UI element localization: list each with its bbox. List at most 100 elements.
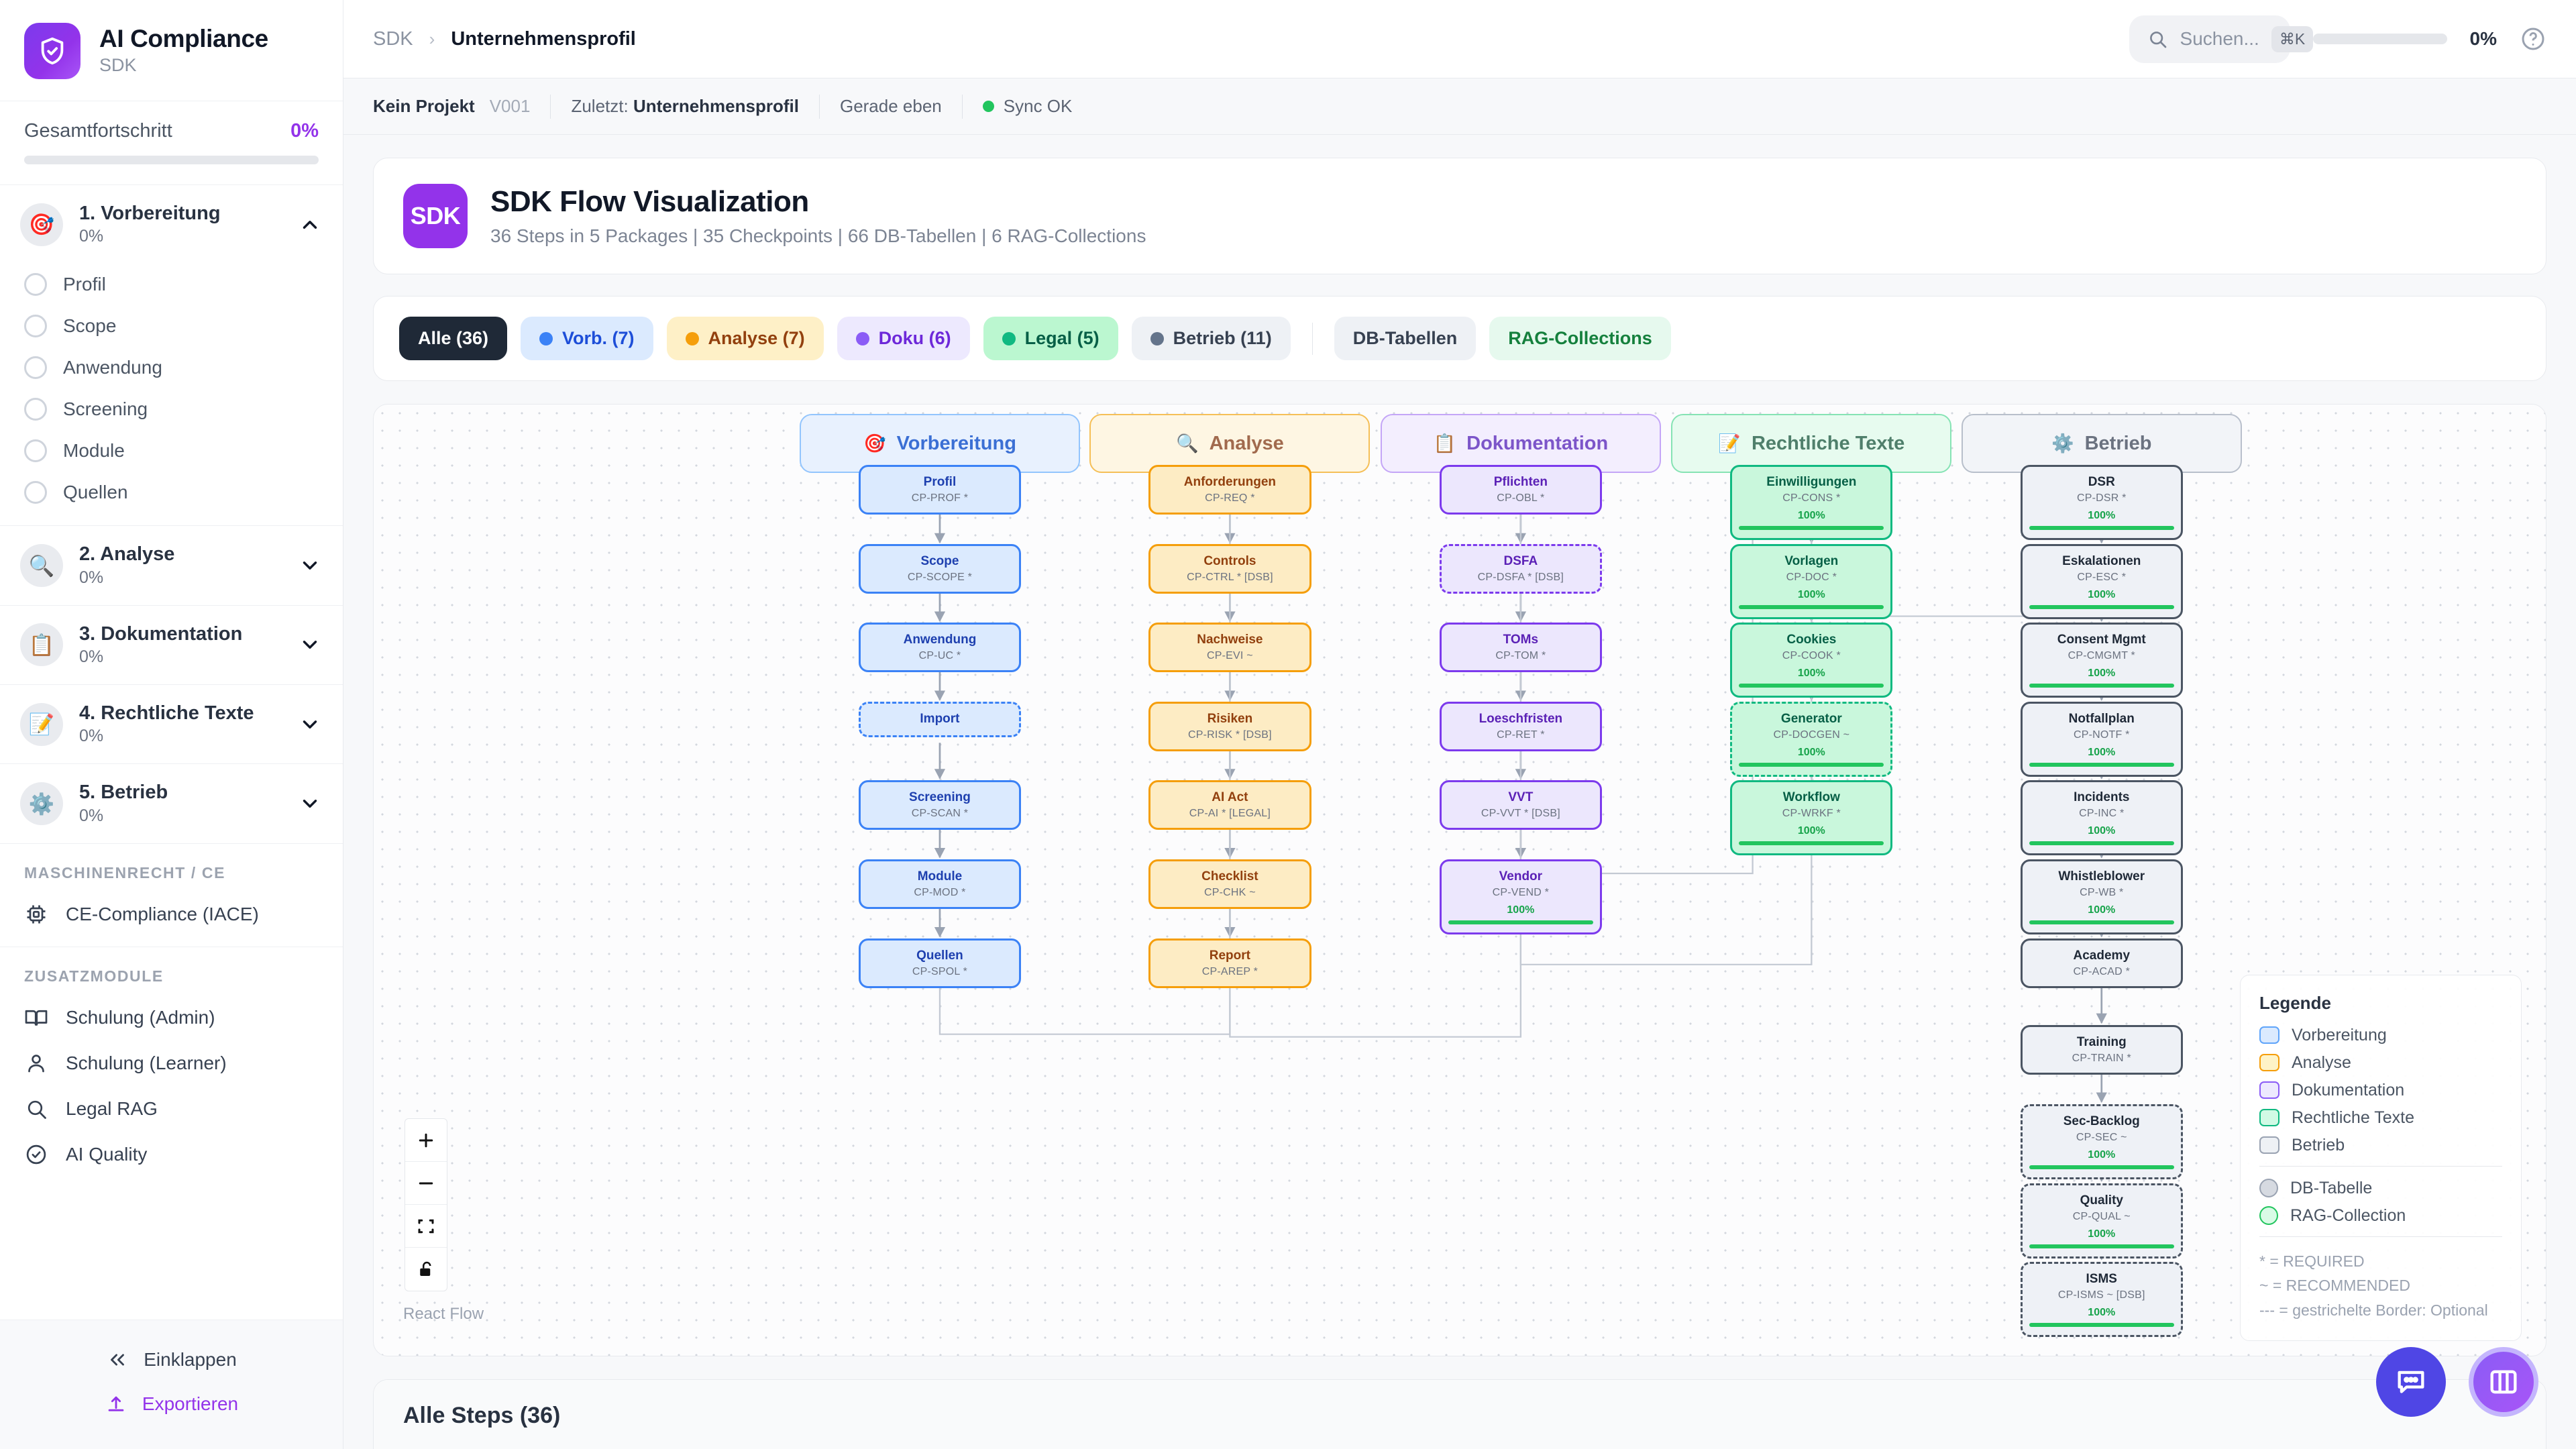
legend-note: * = REQUIRED: [2259, 1252, 2365, 1270]
panel-fab-button[interactable]: [2469, 1347, 2538, 1417]
filter-chip-1[interactable]: Vorb. (7): [521, 317, 653, 360]
check-circle-icon: [26, 1144, 46, 1164]
sidebar-item-ce-compliance[interactable]: CE-Compliance (IACE): [0, 892, 343, 937]
lane-label: Rechtliche Texte: [1751, 432, 1905, 454]
phase-icon: 🎯: [20, 203, 63, 246]
sidebar-step-profil[interactable]: Profil: [0, 264, 343, 305]
node-title: Risiken: [1207, 712, 1253, 726]
fit-view-button[interactable]: [405, 1205, 447, 1248]
search-input[interactable]: Suchen... ⌘K: [2129, 15, 2314, 63]
step-status-radio[interactable]: [24, 356, 47, 380]
divider: [550, 94, 551, 119]
legend-entity-row: RAG-Collection: [2259, 1206, 2502, 1226]
filter-chip-2[interactable]: Analyse (7): [666, 317, 824, 360]
zoom-in-button[interactable]: [405, 1119, 447, 1162]
filter-chip-5[interactable]: Betrieb (11): [1131, 317, 1291, 360]
phase-header[interactable]: 📋 3. Dokumentation 0%: [0, 606, 343, 684]
breadcrumb-root[interactable]: SDK: [373, 28, 413, 50]
sidebar-item-ai-quality[interactable]: AI Quality: [0, 1132, 343, 1177]
lock-toggle-button[interactable]: [405, 1248, 447, 1291]
step-status-radio[interactable]: [24, 398, 47, 421]
react-flow-attribution[interactable]: React Flow: [403, 1305, 484, 1323]
sidebar-step-anwendung[interactable]: Anwendung: [0, 347, 343, 388]
filter-chip-4[interactable]: Legal (5): [983, 317, 1118, 360]
sidebar-step-screening[interactable]: Screening: [0, 388, 343, 430]
phase-header[interactable]: ⚙️ 5. Betrieb 0%: [0, 764, 343, 843]
flow-canvas[interactable]: 🎯 Vorbereitung🔍 Analyse📋 Dokumentation📝 …: [373, 404, 2546, 1356]
brand-block[interactable]: AI Compliance SDK: [0, 0, 343, 101]
sidebar-item-legal-rag[interactable]: Legal RAG: [0, 1086, 343, 1132]
chat-fab-button[interactable]: [2376, 1347, 2446, 1417]
node-progress-bar: [2029, 604, 2174, 609]
help-circle-icon[interactable]: [2520, 25, 2546, 52]
node-code: CP-DSR *: [2076, 492, 2127, 504]
sidebar-item-schulung-learner[interactable]: Schulung (Learner): [0, 1040, 343, 1086]
step-status-radio[interactable]: [24, 315, 47, 338]
step-status-radio[interactable]: [24, 273, 47, 297]
node-title: Consent Mgmt: [2057, 633, 2146, 647]
sidebar-item-schulung-admin[interactable]: Schulung (Admin): [0, 995, 343, 1040]
zoom-out-button[interactable]: [405, 1162, 447, 1205]
flow-node-import[interactable]: Import: [858, 702, 1022, 737]
phase-progress: 0%: [79, 727, 104, 746]
export-button[interactable]: Exportieren: [0, 1382, 343, 1426]
phase-header[interactable]: 🔍 2. Analyse 0%: [0, 526, 343, 604]
node-progress-value: 100%: [2088, 824, 2116, 837]
phase-header[interactable]: 🎯 1. Vorbereitung 0%: [0, 185, 343, 264]
filter-chip-extra-1[interactable]: RAG-Collections: [1489, 317, 1671, 360]
plus-icon: [419, 1133, 433, 1147]
step-status-radio[interactable]: [24, 439, 47, 463]
node-code: CP-CMGMT *: [2068, 649, 2135, 661]
node-title: Screening: [909, 790, 971, 804]
collapse-sidebar-button[interactable]: Einklappen: [0, 1338, 343, 1382]
sidebar-step-module[interactable]: Module: [0, 430, 343, 472]
phase-name: 3. Dokumentation: [79, 623, 243, 645]
node-code: CP-EVI ~: [1207, 649, 1253, 661]
sidebar-step-scope[interactable]: Scope: [0, 305, 343, 347]
filter-chip-extra-0[interactable]: DB-Tabellen: [1334, 317, 1477, 360]
filter-chip-0[interactable]: Alle (36): [399, 317, 508, 360]
sidebar-step-quellen[interactable]: Quellen: [0, 472, 343, 513]
node-title: Training: [2076, 1035, 2127, 1049]
phase-header[interactable]: 📝 4. Rechtliche Texte 0%: [0, 685, 343, 763]
step-status-radio[interactable]: [24, 481, 47, 504]
filter-chip-3[interactable]: Doku (6): [837, 317, 970, 360]
legend-label: Rechtliche Texte: [2292, 1108, 2414, 1127]
node-code: CP-DOC *: [1786, 571, 1837, 583]
